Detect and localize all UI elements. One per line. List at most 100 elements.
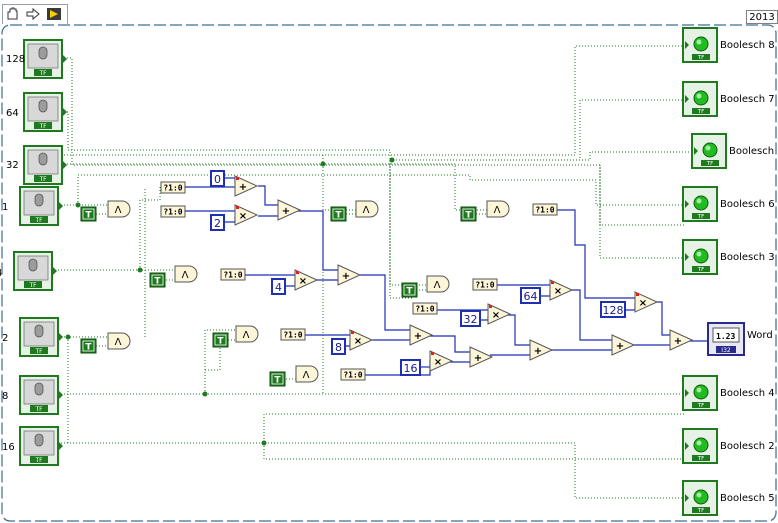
numeric-constant-5[interactable]: 32 xyxy=(460,310,481,327)
and-symbol: Λ xyxy=(115,337,122,348)
output-label: Boolesch 2 xyxy=(720,441,775,452)
input-toggle-6[interactable]: TF8 xyxy=(2,375,63,415)
numeric-constant-6[interactable]: 64 xyxy=(520,287,541,304)
numeric-constant-0[interactable]: 0 xyxy=(210,170,225,187)
convert-node-4[interactable]: ?1:0 xyxy=(340,368,366,381)
add-node-12[interactable]: + xyxy=(611,334,636,356)
and-gate-2[interactable]: Λ xyxy=(174,265,198,283)
true-constant-4[interactable]: T xyxy=(269,371,286,387)
operator-symbol: × xyxy=(639,298,647,309)
numeric-constant-3[interactable]: 8 xyxy=(331,338,346,355)
and-gate-6[interactable]: Λ xyxy=(426,275,450,293)
bool-to-number-nodes: ?1:0 ?1:0 ?1:0 ?1:0 ?1:0 ?1:0 ?1:0 ?1:0 xyxy=(160,181,558,381)
add-node-8[interactable]: + xyxy=(469,346,494,368)
true-constant-1[interactable]: T xyxy=(80,338,97,354)
input-tag: TF xyxy=(34,217,43,224)
input-toggle-5[interactable]: TF2 xyxy=(2,317,63,357)
operator-symbol: + xyxy=(342,271,350,282)
and-gate-0[interactable]: Λ xyxy=(107,200,131,218)
true-constant-0[interactable]: T xyxy=(80,206,97,222)
run-icon[interactable] xyxy=(47,8,61,20)
true-label: T xyxy=(217,337,224,347)
true-constant-2[interactable]: T xyxy=(149,272,166,288)
true-constant-5[interactable]: T xyxy=(330,206,347,222)
true-label: T xyxy=(274,376,281,386)
convert-node-1[interactable]: ?1:0 xyxy=(160,205,186,218)
input-label: 16 xyxy=(2,442,15,453)
input-tag: TF xyxy=(34,348,43,355)
and-gate-7[interactable]: Λ xyxy=(486,200,510,218)
word-type-tag: I32 xyxy=(721,347,731,354)
and-gates: Λ Λ Λ Λ Λ Λ Λ Λ xyxy=(107,200,510,383)
constant-value: 8 xyxy=(335,341,342,354)
and-gate-4[interactable]: Λ xyxy=(295,365,319,383)
constant-value: 2 xyxy=(214,217,221,230)
convert-node-2[interactable]: ?1:0 xyxy=(220,268,246,281)
numeric-constant-7[interactable]: 128 xyxy=(600,301,626,318)
add-node-0[interactable]: + xyxy=(234,175,259,197)
operator-symbol: × xyxy=(354,336,362,347)
convert-node-6[interactable]: ?1:0 xyxy=(472,278,498,291)
multiply-node-3[interactable]: × xyxy=(294,269,319,291)
convert-node-5[interactable]: ?1:0 xyxy=(532,203,558,216)
word-label: Word xyxy=(747,330,773,341)
constant-value: 64 xyxy=(524,290,538,303)
constant-value: 128 xyxy=(603,304,624,317)
multiply-node-7[interactable]: × xyxy=(429,350,454,372)
add-node-4[interactable]: + xyxy=(337,264,362,286)
numeric-constant-4[interactable]: 16 xyxy=(400,359,421,376)
output-tag: TF xyxy=(697,267,705,273)
add-node-10[interactable]: + xyxy=(529,339,554,361)
multiply-node-9[interactable]: × xyxy=(487,303,512,325)
add-node-14[interactable]: + xyxy=(669,329,694,351)
word-indicator[interactable]: 1.23 I32 Word xyxy=(707,322,773,356)
input-toggle-4[interactable]: TF4 xyxy=(0,251,57,291)
true-constant-7[interactable]: T xyxy=(460,206,477,222)
true-constant-6[interactable]: T xyxy=(401,282,418,298)
true-label: T xyxy=(465,211,472,221)
convert-label: ?1:0 xyxy=(223,271,242,280)
arrow-tool-icon[interactable] xyxy=(26,7,40,21)
true-label: T xyxy=(335,211,342,221)
add-node-2[interactable]: + xyxy=(277,199,302,221)
add-node-6[interactable]: + xyxy=(409,324,434,346)
multiply-node-1[interactable]: × xyxy=(234,204,259,226)
numeric-constant-2[interactable]: 4 xyxy=(271,278,286,295)
and-gate-3[interactable]: Λ xyxy=(235,325,259,343)
convert-label: ?1:0 xyxy=(163,208,182,217)
multiply-node-11[interactable]: × xyxy=(549,279,574,301)
operator-symbol: + xyxy=(414,331,422,342)
output-label: Boolesch xyxy=(729,146,774,157)
output-label: Boolesch 4 xyxy=(720,388,775,399)
multiply-node-5[interactable]: × xyxy=(349,329,374,351)
and-gate-5[interactable]: Λ xyxy=(355,200,379,218)
and-gate-1[interactable]: Λ xyxy=(107,332,131,350)
and-symbol: Λ xyxy=(494,205,501,216)
and-symbol: Λ xyxy=(115,205,122,216)
multiply-node-13[interactable]: × xyxy=(634,291,659,313)
numeric-constants: 0 2 4 8 16 32 64 128 xyxy=(210,170,626,376)
convert-node-0[interactable]: ?1:0 xyxy=(160,181,186,194)
numeric-constant-1[interactable]: 2 xyxy=(210,214,225,231)
and-symbol: Λ xyxy=(182,270,189,281)
wire-junctions xyxy=(65,157,395,446)
hand-tool-icon[interactable] xyxy=(7,7,18,20)
input-toggle-3[interactable]: TF1 xyxy=(2,186,63,226)
convert-node-7[interactable]: ?1:0 xyxy=(412,302,438,315)
convert-node-3[interactable]: ?1:0 xyxy=(280,328,306,341)
boolean-wires xyxy=(58,45,692,499)
operator-symbol: × xyxy=(299,276,307,287)
true-constant-3[interactable]: T xyxy=(212,332,229,348)
